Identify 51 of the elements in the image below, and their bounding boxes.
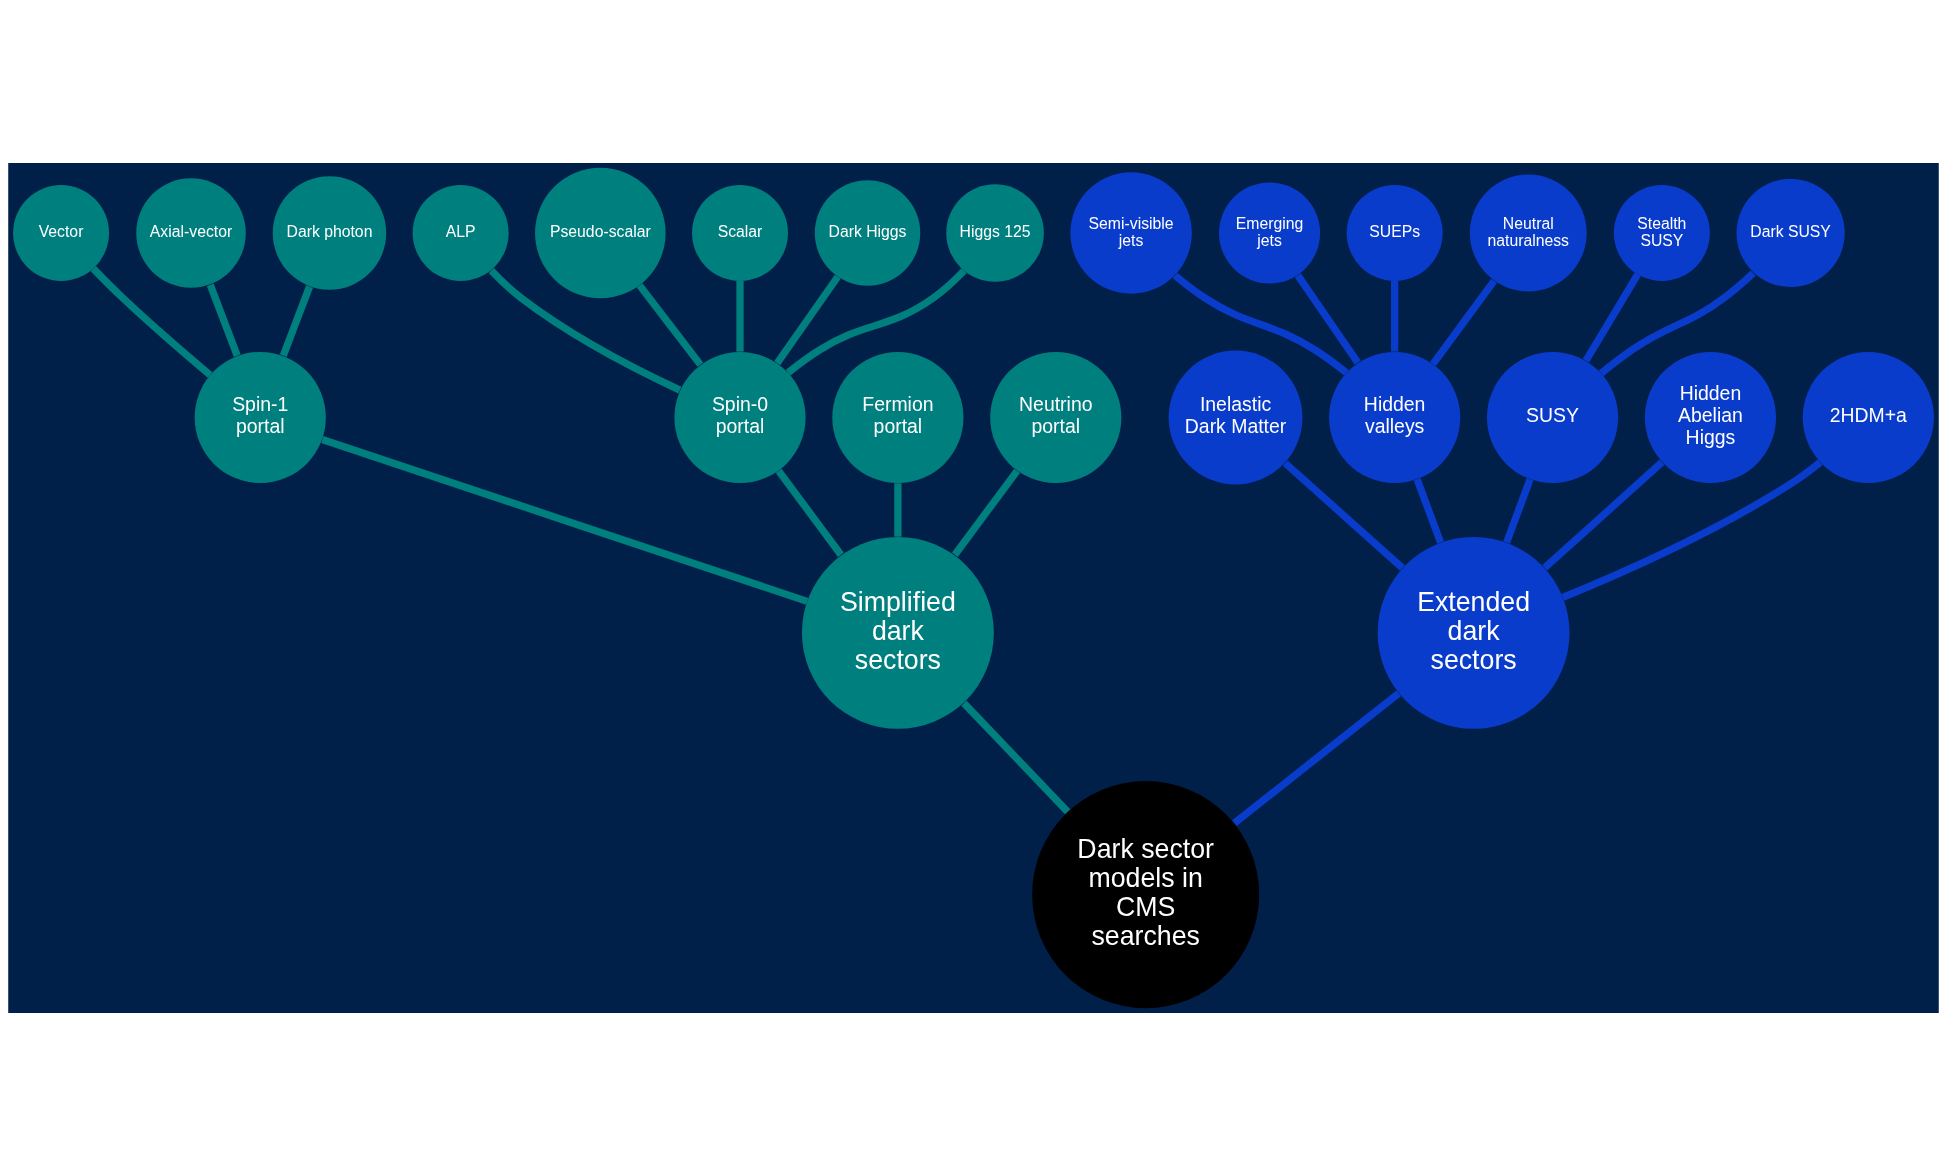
node-circle: Simplified dark sectors xyxy=(801,536,994,729)
node-circle: Semi-visible jets xyxy=(1070,172,1192,294)
connector xyxy=(1561,459,1823,601)
connector xyxy=(1598,270,1756,377)
node-circle: Spin-1 portal xyxy=(194,351,326,484)
node-circle: Dark sector models in CMS searches xyxy=(1032,781,1260,1009)
connector xyxy=(206,283,241,357)
connector xyxy=(1172,272,1349,376)
node-circle: Axial-vector xyxy=(136,178,246,288)
node-circle: SUSY xyxy=(1486,351,1619,484)
connector xyxy=(951,468,1021,557)
node-circle: Fermion portal xyxy=(832,351,964,484)
node-circle: Hidden Abelian Higgs xyxy=(1644,351,1776,484)
connector xyxy=(1413,478,1444,544)
node-circle: Neutral naturalness xyxy=(1469,174,1587,292)
node-circle: Pseudo-scalar xyxy=(535,167,666,299)
connector xyxy=(961,700,1071,815)
connector xyxy=(636,283,704,367)
node-circle: Extended dark sectors xyxy=(1377,536,1570,729)
connector xyxy=(775,468,844,557)
connector xyxy=(90,266,213,378)
node-circle: Dark Higgs xyxy=(814,180,921,286)
node-circle: Vector xyxy=(13,185,110,281)
connector xyxy=(894,483,902,537)
node-circle: Dark SUSY xyxy=(1736,178,1845,288)
connector xyxy=(736,280,744,352)
connector xyxy=(1294,273,1361,365)
node-circle: Emerging jets xyxy=(1219,182,1321,284)
connector xyxy=(785,268,967,376)
node-circle: SUEPs xyxy=(1346,185,1443,281)
connector xyxy=(488,267,682,394)
node-circle: Stealth SUSY xyxy=(1613,185,1710,281)
connector xyxy=(321,435,809,605)
node-circle: Scalar xyxy=(692,185,788,281)
connector xyxy=(1542,459,1665,571)
node-circle: Higgs 125 xyxy=(946,184,1044,282)
connector xyxy=(1282,460,1405,571)
connector xyxy=(279,285,313,357)
connector xyxy=(1391,280,1399,352)
node-circle: ALP xyxy=(412,185,509,281)
connector xyxy=(1582,272,1641,363)
connector xyxy=(1430,278,1497,367)
node-circle: Neutrino portal xyxy=(990,351,1122,484)
connector xyxy=(774,274,841,366)
node-circle: 2HDM+a xyxy=(1802,351,1934,484)
connector xyxy=(1503,478,1534,544)
node-circle: Spin-0 portal xyxy=(674,351,806,484)
connector xyxy=(1232,690,1401,827)
node-circle: Hidden valleys xyxy=(1329,351,1461,484)
node-circle: Dark photon xyxy=(272,176,387,290)
node-circle: Inelastic Dark Matter xyxy=(1168,350,1303,485)
